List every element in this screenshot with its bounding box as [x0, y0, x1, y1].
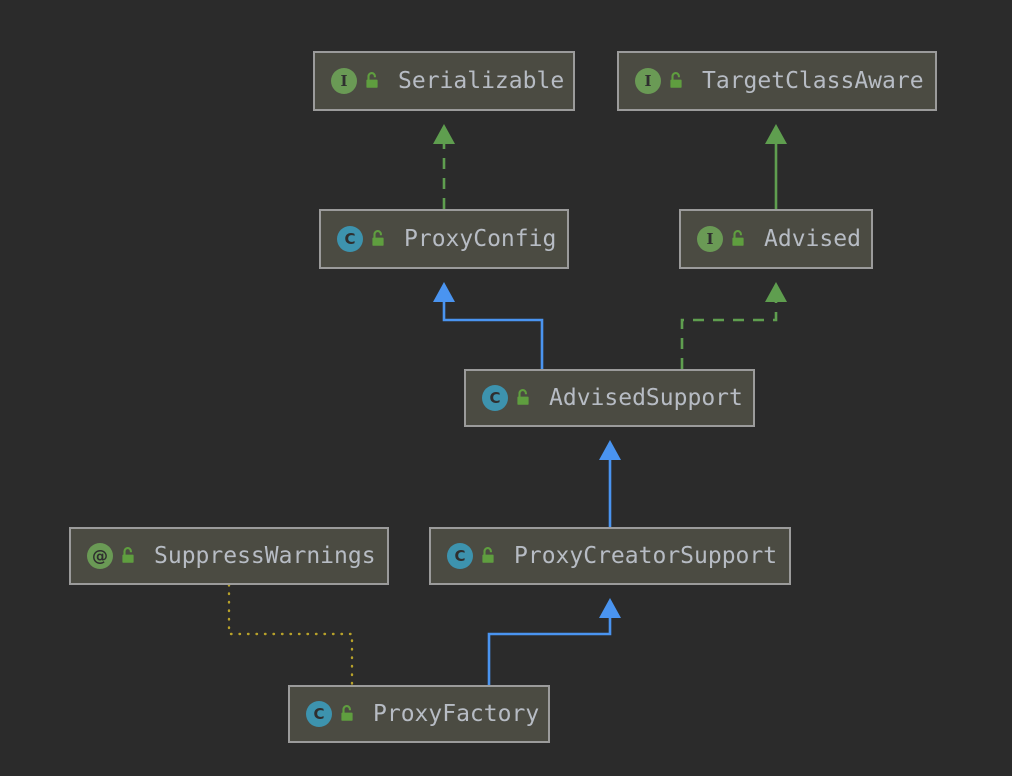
- uml-edge-advisedsupport-implements-advised: [680, 282, 787, 369]
- uml-node-proxyfactory[interactable]: C ProxyFactory: [288, 685, 550, 743]
- unlocked-padlock-icon: [517, 389, 529, 405]
- edge-line: [442, 302, 544, 369]
- uml-node-label: ProxyFactory: [373, 701, 540, 727]
- uml-node-serializable[interactable]: I Serializable: [313, 51, 575, 111]
- unlocked-padlock-icon: [122, 547, 134, 563]
- uml-node-label: ProxyConfig: [404, 226, 557, 252]
- class-icon: C: [337, 226, 363, 252]
- class-icon: C: [306, 701, 332, 727]
- uml-node-label: ProxyCreatorSupport: [514, 543, 778, 569]
- unlocked-padlock-icon: [732, 230, 744, 246]
- uml-node-label: AdvisedSupport: [549, 385, 743, 411]
- unlocked-padlock-icon: [482, 547, 494, 563]
- visibility-icon-wrapper: [661, 71, 688, 91]
- visibility-icon-wrapper: [723, 229, 750, 249]
- visibility-icon-wrapper: [332, 704, 359, 724]
- uml-node-label: Advised: [764, 226, 861, 252]
- class-icon: C: [447, 543, 473, 569]
- uml-node-proxycreatorsupport[interactable]: C ProxyCreatorSupport: [429, 527, 791, 585]
- uml-node-advised[interactable]: I Advised: [679, 209, 873, 269]
- edge-arrowhead: [599, 598, 621, 618]
- uml-edge-advisedsupport-extends-proxyconfig: [433, 282, 544, 369]
- uml-node-targetclassaware[interactable]: I TargetClassAware: [617, 51, 937, 111]
- edge-arrowhead: [765, 124, 787, 144]
- annotation-icon: @: [87, 543, 113, 569]
- interface-icon: I: [635, 68, 661, 94]
- uml-node-label: Serializable: [398, 68, 565, 94]
- uml-node-label: SuppressWarnings: [154, 543, 376, 569]
- uml-edge-proxyconfig-implements-serializable: [433, 124, 455, 209]
- uml-node-advisedsupport[interactable]: C AdvisedSupport: [464, 369, 755, 427]
- edge-line: [680, 302, 778, 369]
- unlocked-padlock-icon: [341, 705, 353, 721]
- uml-node-suppresswarnings[interactable]: @ SuppressWarnings: [69, 527, 389, 585]
- edge-line: [227, 583, 354, 687]
- visibility-icon-wrapper: [363, 229, 390, 249]
- visibility-icon-wrapper: [473, 546, 500, 566]
- uml-edge-advised-extends-targetclassaware: [765, 124, 787, 209]
- class-icon: C: [482, 385, 508, 411]
- edge-arrowhead: [433, 124, 455, 144]
- visibility-icon-wrapper: [113, 546, 140, 566]
- unlocked-padlock-icon: [372, 230, 384, 246]
- uml-node-proxyconfig[interactable]: C ProxyConfig: [319, 209, 569, 269]
- edge-arrowhead: [599, 440, 621, 460]
- edge-arrowhead: [765, 282, 787, 302]
- interface-icon: I: [331, 68, 357, 94]
- uml-edge-proxyfactory-annotated-suppresswarnings: [227, 583, 354, 687]
- visibility-icon-wrapper: [508, 388, 535, 408]
- unlocked-padlock-icon: [366, 72, 378, 88]
- edge-arrowhead: [433, 282, 455, 302]
- visibility-icon-wrapper: [357, 71, 384, 91]
- edge-line: [487, 618, 612, 685]
- interface-icon: I: [697, 226, 723, 252]
- uml-node-label: TargetClassAware: [702, 68, 924, 94]
- unlocked-padlock-icon: [670, 72, 682, 88]
- uml-edge-proxycreatorsupport-extends-advisedsupport: [599, 440, 621, 527]
- uml-edge-proxyfactory-extends-proxycreatorsupport: [487, 598, 621, 685]
